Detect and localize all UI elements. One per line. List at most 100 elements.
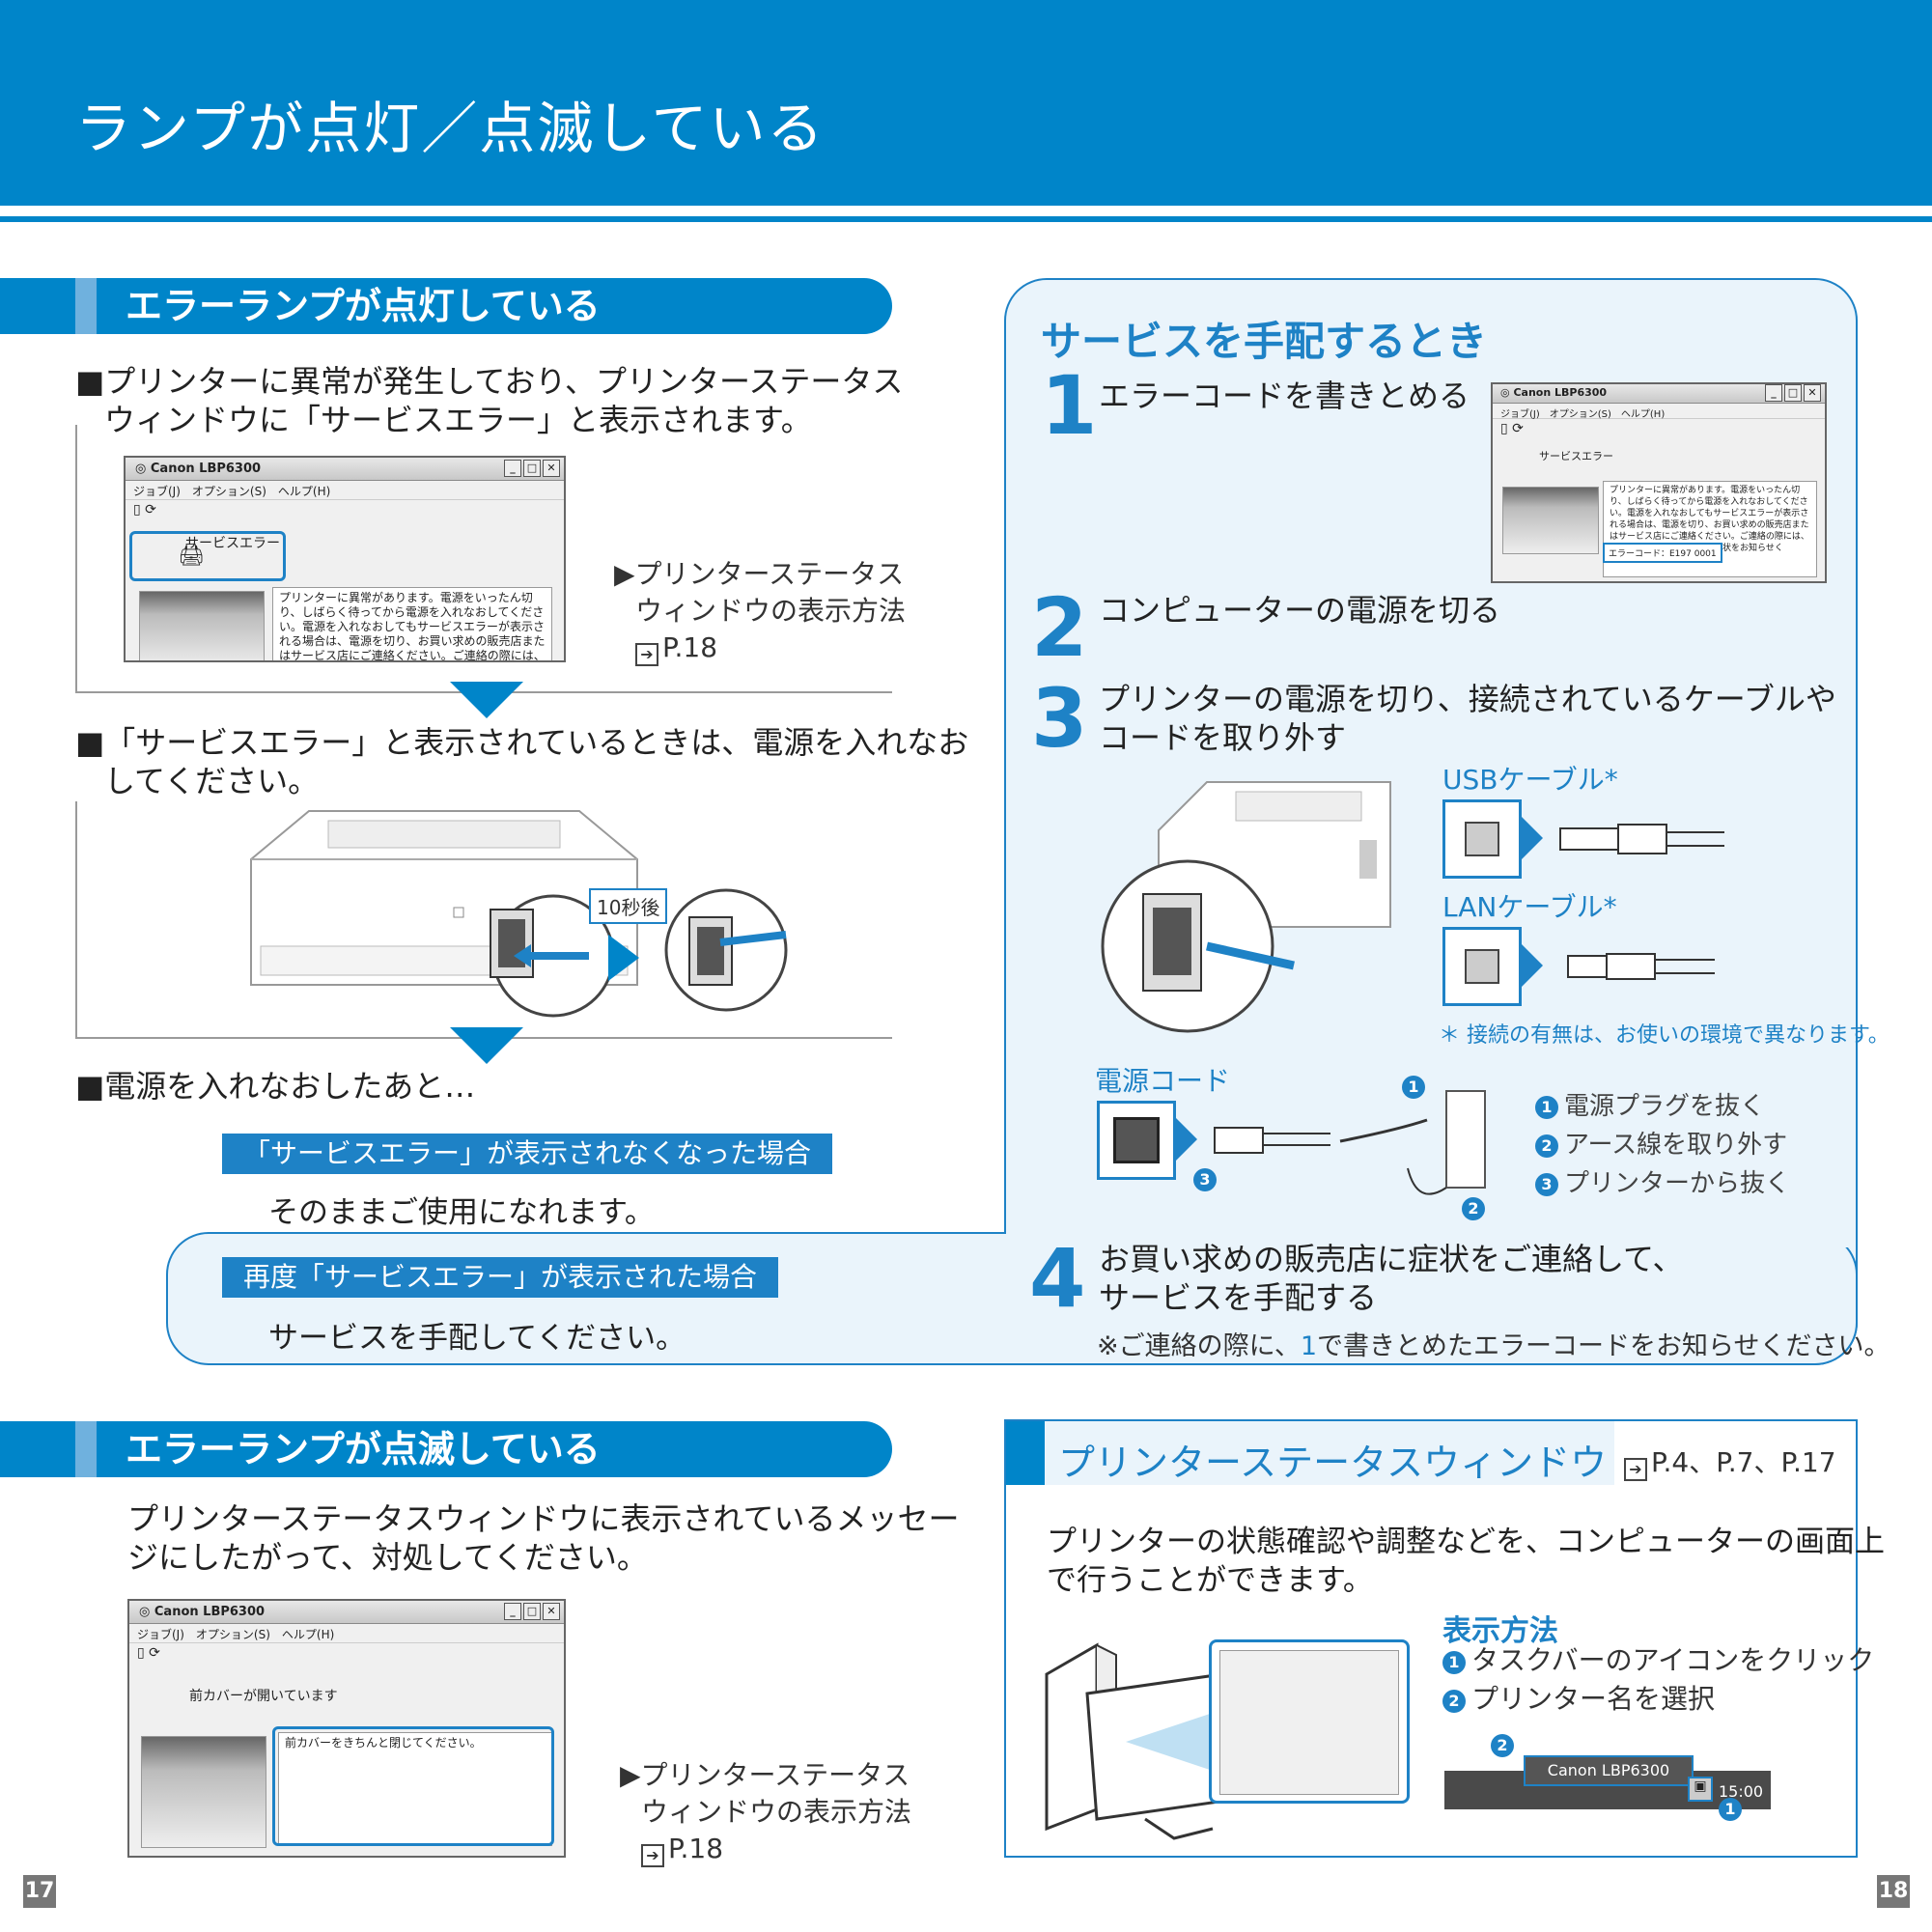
marker-2-icon: 2	[1462, 1197, 1485, 1220]
right-arrow-icon	[608, 935, 639, 981]
lit-bullet-1-line2: ウィンドウに「サービスエラー」と表示されます。	[104, 402, 812, 438]
status-text: サービスエラー	[185, 536, 280, 551]
minimize-button[interactable]: _	[504, 460, 521, 477]
refresh-icon[interactable]: ⟳	[145, 502, 156, 518]
printer-name-menu[interactable]: Canon LBP6300	[1524, 1755, 1694, 1786]
unplug-step-1: 電源プラグを抜く	[1564, 1092, 1766, 1121]
unplug-1-icon: 1	[1535, 1096, 1558, 1119]
blink-text-line1: プリンターステータスウィンドウに表示されているメッセー	[127, 1500, 960, 1537]
status-window-text-line1: プリンターの状態確認や調整などを、コンピューターの画面上	[1047, 1525, 1885, 1559]
close-button-2[interactable]: ✕	[1804, 384, 1821, 402]
case1-text: そのままご使用になれます。	[268, 1195, 655, 1230]
ref-page-b[interactable]: P.18	[668, 1833, 724, 1864]
contact-note-pre: ※ご連絡の際に、	[1097, 1331, 1301, 1361]
lit-bullet-3: ■電源を入れなおしたあと…	[75, 1068, 476, 1105]
unplug-step-3: プリンターから抜く	[1564, 1169, 1791, 1198]
how-step-1: タスクバーのアイコンをクリック	[1471, 1644, 1875, 1676]
refresh-icon-2[interactable]: ⟳	[1512, 421, 1524, 436]
header-rule	[0, 216, 1932, 222]
menu-bar-3[interactable]: ジョブ(J) オプション(S) ヘルプ(H)	[129, 1624, 564, 1643]
close-button-3[interactable]: ✕	[543, 1603, 560, 1620]
printer-tray-icon[interactable]: ▣	[1688, 1777, 1713, 1802]
minimize-button-3[interactable]: _	[504, 1603, 521, 1620]
how-step-2: プリンター名を選択	[1471, 1683, 1716, 1715]
how-step-2-icon: 2	[1442, 1690, 1466, 1713]
maximize-button[interactable]: □	[523, 460, 541, 477]
step-2-number: 2	[1031, 580, 1088, 675]
ref-line-2b: ウィンドウの表示方法	[641, 1796, 912, 1828]
window-title: Canon LBP6300	[150, 462, 262, 476]
case1-label: 「サービスエラー」が表示されなくなった場合	[222, 1134, 833, 1174]
maximize-button-3[interactable]: □	[523, 1603, 541, 1620]
page-number-right: 18	[1877, 1875, 1910, 1908]
minimize-button-2[interactable]: _	[1765, 384, 1782, 402]
how-step-1-icon: 1	[1442, 1651, 1466, 1674]
how-to-title: 表示方法	[1442, 1614, 1558, 1648]
printer-icon: ◎	[135, 462, 147, 476]
status-window-text-line2: で行うことができます。	[1047, 1563, 1373, 1598]
refresh-icon-3[interactable]: ⟳	[149, 1645, 160, 1661]
step-4-line1: お買い求めの販売店に症状をご連絡して、	[1099, 1241, 1684, 1277]
window-title-3: Canon LBP6300	[154, 1605, 266, 1619]
wait-label: 10秒後	[589, 888, 668, 924]
status-window-error-code: ◎ Canon LBP6300 _□✕ ジョブ(J) オプション(S) ヘルプ(…	[1491, 382, 1827, 583]
section-heading-blink: エラーランプが点滅している	[0, 1421, 892, 1477]
power-cycle-illustration	[250, 810, 638, 1018]
unplug-3-icon: 3	[1535, 1173, 1558, 1196]
ref-arrow-icon-c: ➔	[1624, 1458, 1647, 1481]
step-3-line1: プリンターの電源を切り、接続されているケーブルや	[1099, 681, 1836, 717]
ref-line-1: ▶プリンターステータス	[614, 558, 905, 590]
doc-icon[interactable]: ▯	[133, 502, 141, 518]
marker-1-icon: 1	[1402, 1076, 1425, 1099]
window-title-2: Canon LBP6300	[1513, 386, 1608, 399]
status-text-3: 前カバーが開いています	[189, 1689, 338, 1704]
ref-arrow-icon: ➔	[635, 643, 658, 666]
power-cord-label: 電源コード	[1095, 1065, 1231, 1097]
unplug-2-icon: 2	[1535, 1134, 1558, 1158]
header-bar	[0, 0, 1932, 206]
status-message: プリンターに異常があります。電源をいったん切り、しばらく待ってから電源を入れなお…	[272, 587, 552, 660]
contact-note-num: 1	[1300, 1331, 1318, 1361]
doc-icon-3[interactable]: ▯	[137, 1645, 145, 1661]
step-1-text: エラーコードを書きとめる	[1099, 378, 1470, 414]
message-highlight	[272, 1726, 554, 1846]
printer-icon-2: ◎	[1500, 386, 1510, 399]
ref-page[interactable]: P.18	[662, 631, 718, 663]
toolbar-2: ▯ ⟳	[1493, 419, 1825, 438]
status-window-cover-open: ◎ Canon LBP6300 _□✕ ジョブ(J) オプション(S) ヘルプ(…	[127, 1599, 566, 1858]
ref-arrow-icon-b: ➔	[641, 1844, 664, 1867]
lan-port-icon	[1442, 927, 1522, 1006]
status-highlight	[129, 531, 286, 581]
heading-tab-corner	[1583, 1421, 1614, 1485]
power-inlet-icon	[1097, 1101, 1176, 1180]
close-button[interactable]: ✕	[543, 460, 560, 477]
status-window-refs[interactable]: P.4、P.7、P.17	[1651, 1446, 1836, 1478]
down-arrow-icon-1	[450, 682, 523, 718]
menu-bar-2[interactable]: ジョブ(J) オプション(S) ヘルプ(H)	[1493, 404, 1825, 420]
computer-illustration	[1045, 1642, 1234, 1840]
zoom-window	[1209, 1639, 1410, 1804]
divider-v2	[75, 801, 77, 1039]
page-title: ランプが点灯／点滅している	[75, 96, 826, 161]
ref-line-1b: ▶プリンターステータス	[620, 1759, 910, 1791]
ref-line-2: ウィンドウの表示方法	[635, 595, 907, 627]
down-arrow-icon-2	[450, 1027, 523, 1064]
printer-image-2	[1502, 487, 1599, 554]
maximize-button-2[interactable]: □	[1784, 384, 1802, 402]
doc-icon-2[interactable]: ▯	[1500, 421, 1508, 436]
power-cord-illustration	[1176, 1090, 1486, 1195]
contact-note: ※ご連絡の際に、1で書きとめたエラーコードをお知らせください。	[1097, 1325, 1890, 1362]
case2-text: サービスを手配してください。	[268, 1321, 686, 1356]
step-4-number: 4	[1029, 1231, 1086, 1326]
status-window-heading: プリンターステータスウィンドウ	[1058, 1442, 1608, 1484]
usb-port-icon	[1442, 799, 1522, 879]
panel-joint	[1006, 1218, 1856, 1247]
lan-label: LANケーブル*	[1442, 891, 1617, 923]
page-number-left: 17	[23, 1875, 56, 1908]
step-3-number: 3	[1031, 671, 1088, 766]
menu-bar[interactable]: ジョブ(J) オプション(S) ヘルプ(H)	[126, 481, 564, 500]
usb-label: USBケーブル*	[1442, 764, 1618, 796]
blink-text-line2: ジにしたがって、対処してください。	[127, 1539, 648, 1576]
printer-image-3	[141, 1736, 266, 1848]
lit-bullet-1-line1: ■プリンターに異常が発生しており、プリンターステータス	[75, 363, 904, 400]
